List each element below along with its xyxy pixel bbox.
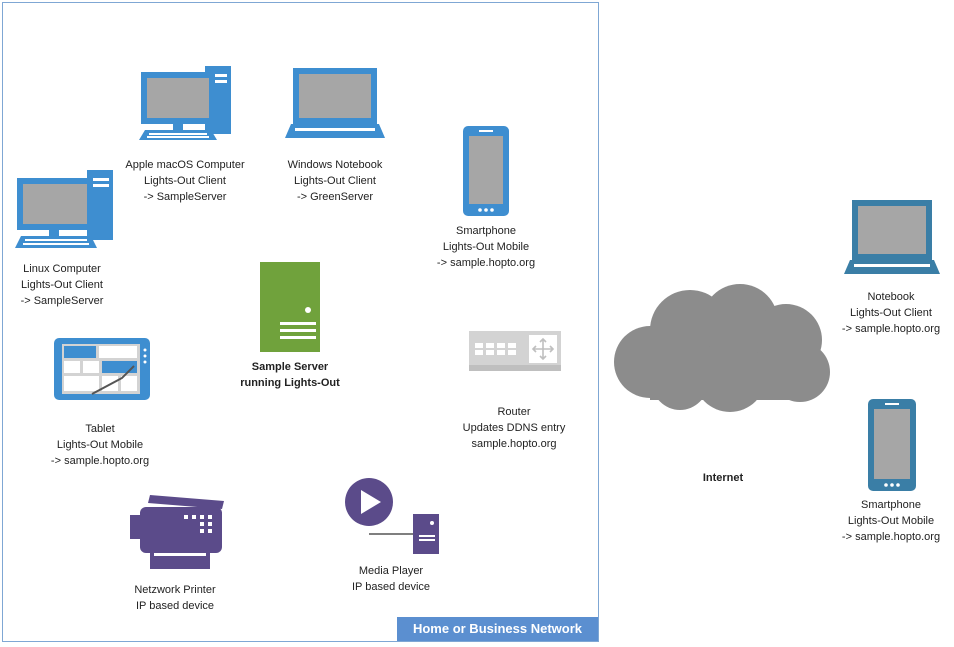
smartphone-icon (461, 124, 511, 219)
remote-smartphone-label: Smartphone Lights-Out Mobile -> sample.h… (841, 499, 941, 543)
router-label: Router Updates DDNS entry sample.hopto.o… (462, 406, 566, 450)
linux-desktop-icon (15, 168, 115, 252)
internet-label: Internet (702, 472, 744, 484)
remote-smartphone-icon (866, 397, 918, 493)
remote-notebook-label: Notebook Lights-Out Client -> sample.hop… (841, 291, 941, 335)
home-network-label: Home or Business Network (397, 617, 598, 641)
home-network-boundary (2, 2, 599, 642)
windows-notebook-label: Windows Notebook Lights-Out Client -> Gr… (287, 159, 383, 203)
server-icon (258, 260, 322, 354)
linux-computer-label: Linux Computer Lights-Out Client -> Samp… (20, 263, 104, 307)
laptop-icon (844, 198, 940, 276)
media-player-label: Media Player IP based device (351, 565, 431, 593)
printer-label: Netzwork Printer IP based device (134, 584, 216, 612)
sample-server-label: Sample Server running Lights-Out (240, 361, 340, 389)
apple-desktop-icon (135, 64, 235, 144)
windows-laptop-icon (285, 66, 385, 142)
printer-icon (128, 487, 228, 575)
apple-computer-label: Apple macOS Computer Lights-Out Client -… (125, 159, 245, 203)
router-icon (467, 329, 563, 375)
tablet-label: Tablet Lights-Out Mobile -> sample.hopto… (50, 423, 150, 467)
cloud-icon (610, 284, 836, 414)
smartphone-home-label: Smartphone Lights-Out Mobile -> sample.h… (436, 225, 536, 269)
media-player-icon (343, 478, 443, 558)
tablet-icon (52, 336, 152, 402)
